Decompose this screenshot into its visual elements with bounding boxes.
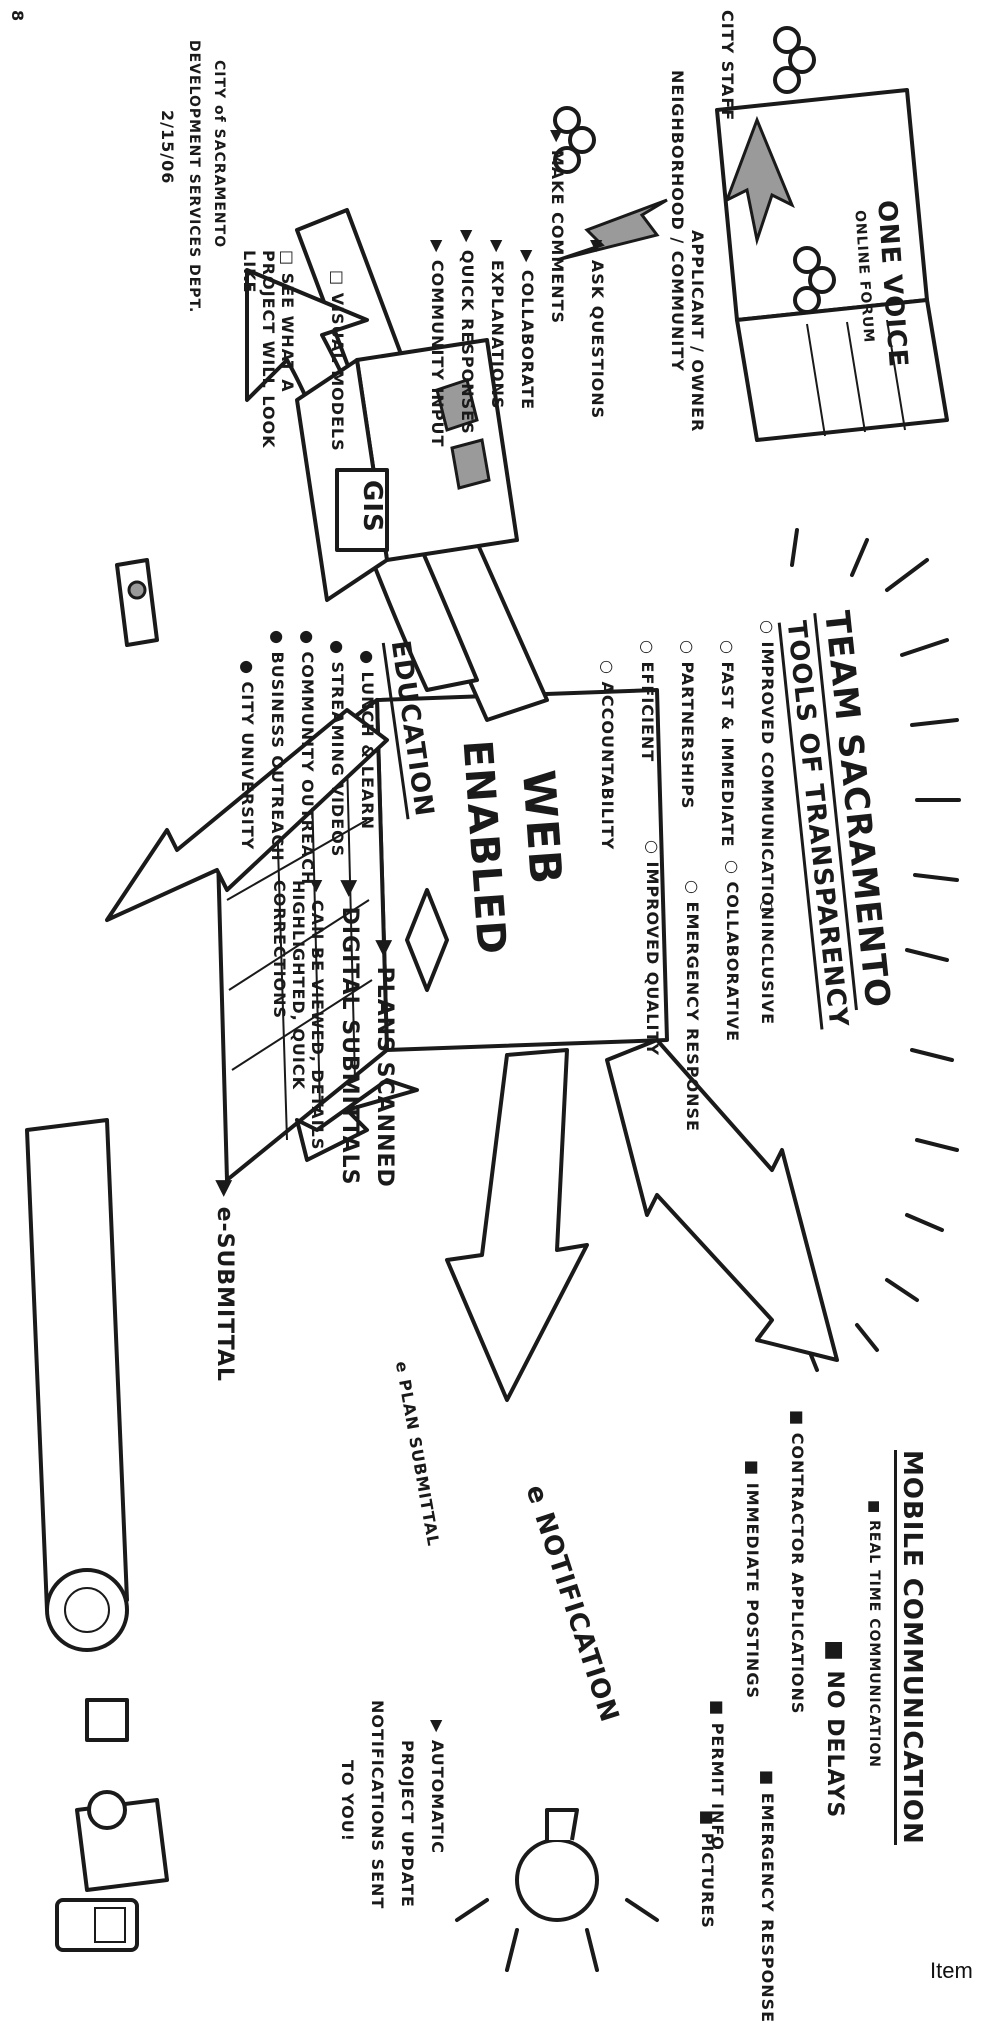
notification-note: PROJECT UPDATE (398, 1740, 417, 1908)
plan-item: e-SUBMITTAL (212, 1180, 237, 1382)
notification-note: NOTIFICATIONS SENT (368, 1700, 387, 1910)
one-voice-item: MAKE COMMENTS (548, 130, 567, 324)
mobile-devices-illustration (55, 1698, 169, 1952)
plan-item: PLANS SCANNED (372, 940, 397, 1188)
education-item: BUSINESS OUTREACH (268, 630, 287, 862)
education-item: COMMUNITY OUTREACH (298, 630, 317, 886)
footer-item-label: Item (930, 1958, 973, 1983)
education-item: CITY UNIVERSITY (238, 660, 257, 851)
one-voice-item: COLLABORATE (518, 250, 537, 410)
credit-date: 2/15/06 (158, 110, 177, 185)
center-line1: WEB (512, 768, 571, 887)
education-item: LUNCH & LEARN (358, 650, 377, 830)
value-item: EFFICIENT (638, 640, 657, 763)
group-label: NEIGHBORHOOD / COMMUNITY (668, 70, 687, 372)
mobile-item: NO DELAYS (822, 1640, 847, 1818)
group-label: APPLICANT / OWNER (688, 230, 707, 433)
value-item: FAST & IMMEDIATE (718, 640, 737, 848)
plan-item: CAN BE VIEWED, DETAILS HIGHLIGHTED, QUIC… (270, 880, 327, 1210)
one-voice-item: QUICK RESPONSES (458, 230, 477, 435)
plan-item: DIGITAL SUBMITTALS (337, 880, 362, 1186)
mobile-item: PICTURES (698, 1810, 717, 1929)
one-voice-item: ASK QUESTIONS (588, 240, 607, 419)
credit-dept: DEVELOPMENT SERVICES DEPT. (186, 40, 202, 314)
one-voice-illustration (553, 26, 949, 442)
value-item: IMPROVED COMMUNICATION (758, 620, 777, 922)
credit-org: CITY of SACRAMENTO (211, 60, 227, 249)
education-illustration (115, 558, 449, 992)
gis-item: VISUAL MODELS (328, 270, 347, 452)
burst-lines (790, 528, 961, 1372)
mobile-heading: MOBILE COMMUNICATION (894, 1450, 927, 1845)
value-item: INCLUSIVE (758, 900, 777, 1026)
mobile-item: IMMEDIATE POSTINGS (743, 1460, 762, 1699)
value-item: ACCOUNTABILITY (598, 660, 617, 851)
scroll-illustration (25, 1118, 129, 1652)
notification-note: AUTOMATIC (428, 1720, 447, 1854)
gis-label: GIS (357, 480, 387, 533)
gis-monitor-illustration (295, 338, 519, 602)
value-item: COLLABORATIVE (723, 860, 742, 1043)
credit-page: 8 (8, 10, 27, 23)
one-voice-item: EXPLANATIONS (488, 240, 507, 409)
group-label: CITY STAFF (718, 10, 737, 122)
lightbulb-illustration (455, 1808, 659, 1972)
one-voice-item: COMMUNITY INPUT (428, 240, 447, 448)
people-group-icons (553, 26, 836, 314)
mobile-item: REAL TIME COMMUNICATION (866, 1500, 882, 1768)
value-item: IMPROVED QUALITY (643, 840, 662, 1056)
gis-item: SEE WHAT A PROJECT WILL LOOK LIKE (240, 250, 297, 450)
notification-note: TO YOU! (338, 1760, 357, 1842)
value-item: PARTNERSHIPS (678, 640, 697, 810)
mobile-item: CONTRACTOR APPLICATIONS (788, 1410, 807, 1715)
education-item: STREAMING VIDEOS (328, 640, 347, 858)
value-item: EMERGENCY RESPONSE (683, 880, 702, 1132)
mobile-item: EMERGENCY RESPONSE (758, 1770, 777, 2023)
